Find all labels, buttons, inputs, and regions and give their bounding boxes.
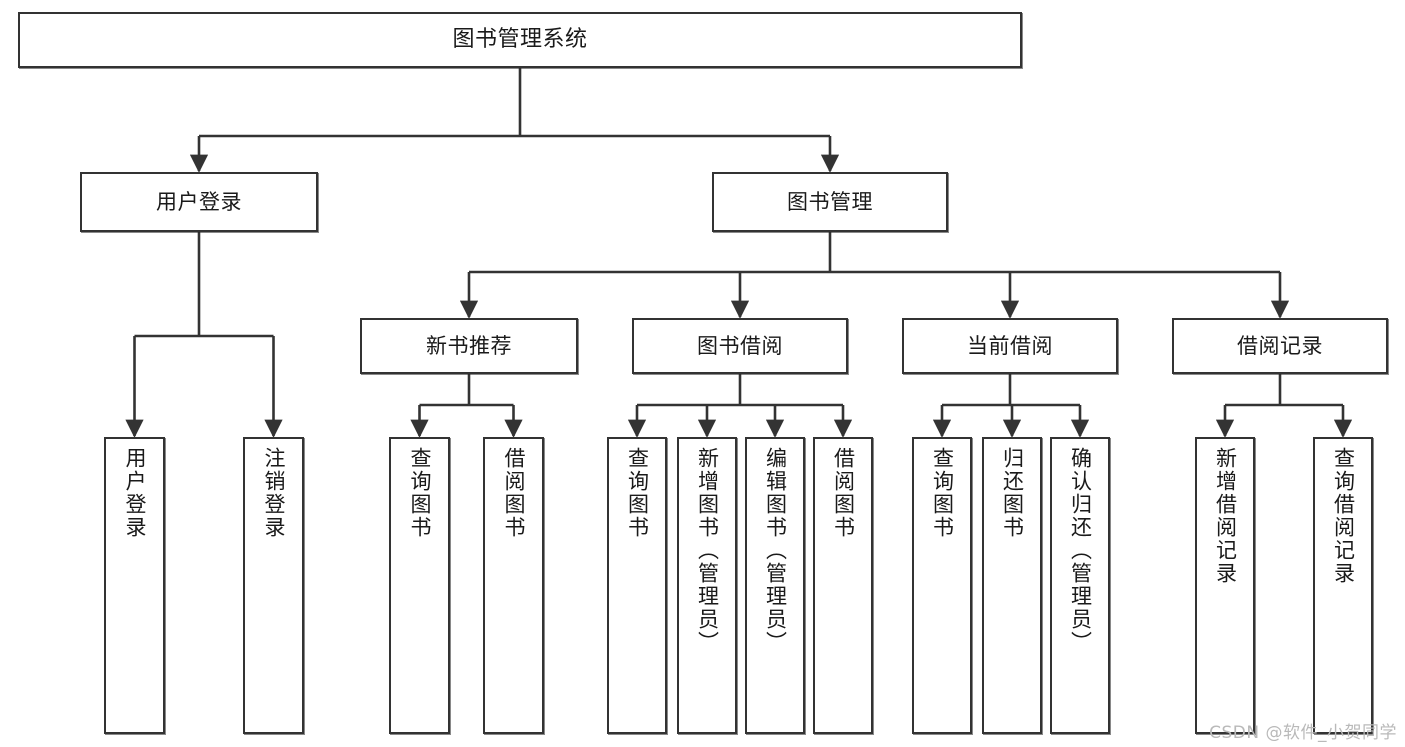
- node-borrow-edit-book[interactable]: 编辑图书（管理员）: [745, 437, 805, 734]
- node-label: 注销登录: [262, 447, 286, 539]
- node-user-login-do[interactable]: 用户登录: [104, 437, 165, 734]
- node-borrow-add-book[interactable]: 新增图书（管理员）: [677, 437, 737, 734]
- node-label: 新增借阅记录: [1213, 447, 1238, 585]
- node-label: 编辑图书（管理员）: [763, 447, 788, 654]
- node-label: 图书管理系统: [452, 27, 588, 53]
- node-current-borrow[interactable]: 当前借阅: [902, 318, 1118, 374]
- node-label: 查询借阅记录: [1331, 447, 1356, 585]
- node-current-return-book[interactable]: 归还图书: [982, 437, 1042, 734]
- node-label: 归还图书: [1000, 447, 1025, 539]
- node-current-query-book[interactable]: 查询图书: [912, 437, 972, 734]
- node-label: 借阅图书: [831, 447, 856, 539]
- node-borrow-query-book[interactable]: 查询图书: [607, 437, 667, 734]
- node-label: 新增图书（管理员）: [695, 447, 720, 654]
- node-label: 查询图书: [625, 447, 650, 539]
- node-record-add[interactable]: 新增借阅记录: [1195, 437, 1255, 734]
- node-recommend-borrow-book[interactable]: 借阅图书: [483, 437, 544, 734]
- node-label: 当前借阅: [967, 333, 1053, 358]
- node-new-book-recommend[interactable]: 新书推荐: [360, 318, 578, 374]
- node-label: 借阅图书: [502, 447, 526, 539]
- node-label: 查询图书: [408, 447, 432, 539]
- node-label: 新书推荐: [426, 333, 512, 358]
- node-book-manage[interactable]: 图书管理: [712, 172, 948, 232]
- node-label: 用户登录: [156, 189, 242, 214]
- node-label: 用户登录: [123, 447, 147, 539]
- node-label: 确认归还（管理员）: [1068, 447, 1093, 654]
- node-label: 借阅记录: [1237, 333, 1323, 358]
- node-current-confirm-return[interactable]: 确认归还（管理员）: [1050, 437, 1110, 734]
- node-borrow-record[interactable]: 借阅记录: [1172, 318, 1388, 374]
- node-user-logout[interactable]: 注销登录: [243, 437, 304, 734]
- node-label: 图书管理: [787, 189, 873, 214]
- node-record-query[interactable]: 查询借阅记录: [1313, 437, 1373, 734]
- node-user-login[interactable]: 用户登录: [80, 172, 318, 232]
- watermark-label: CSDN @软件_小贺同学: [1209, 723, 1397, 743]
- node-borrow-borrow-book[interactable]: 借阅图书: [813, 437, 873, 734]
- node-root[interactable]: 图书管理系统: [18, 12, 1022, 68]
- node-book-borrow[interactable]: 图书借阅: [632, 318, 848, 374]
- node-label: 查询图书: [930, 447, 955, 539]
- node-recommend-query-book[interactable]: 查询图书: [389, 437, 450, 734]
- node-label: 图书借阅: [697, 333, 783, 358]
